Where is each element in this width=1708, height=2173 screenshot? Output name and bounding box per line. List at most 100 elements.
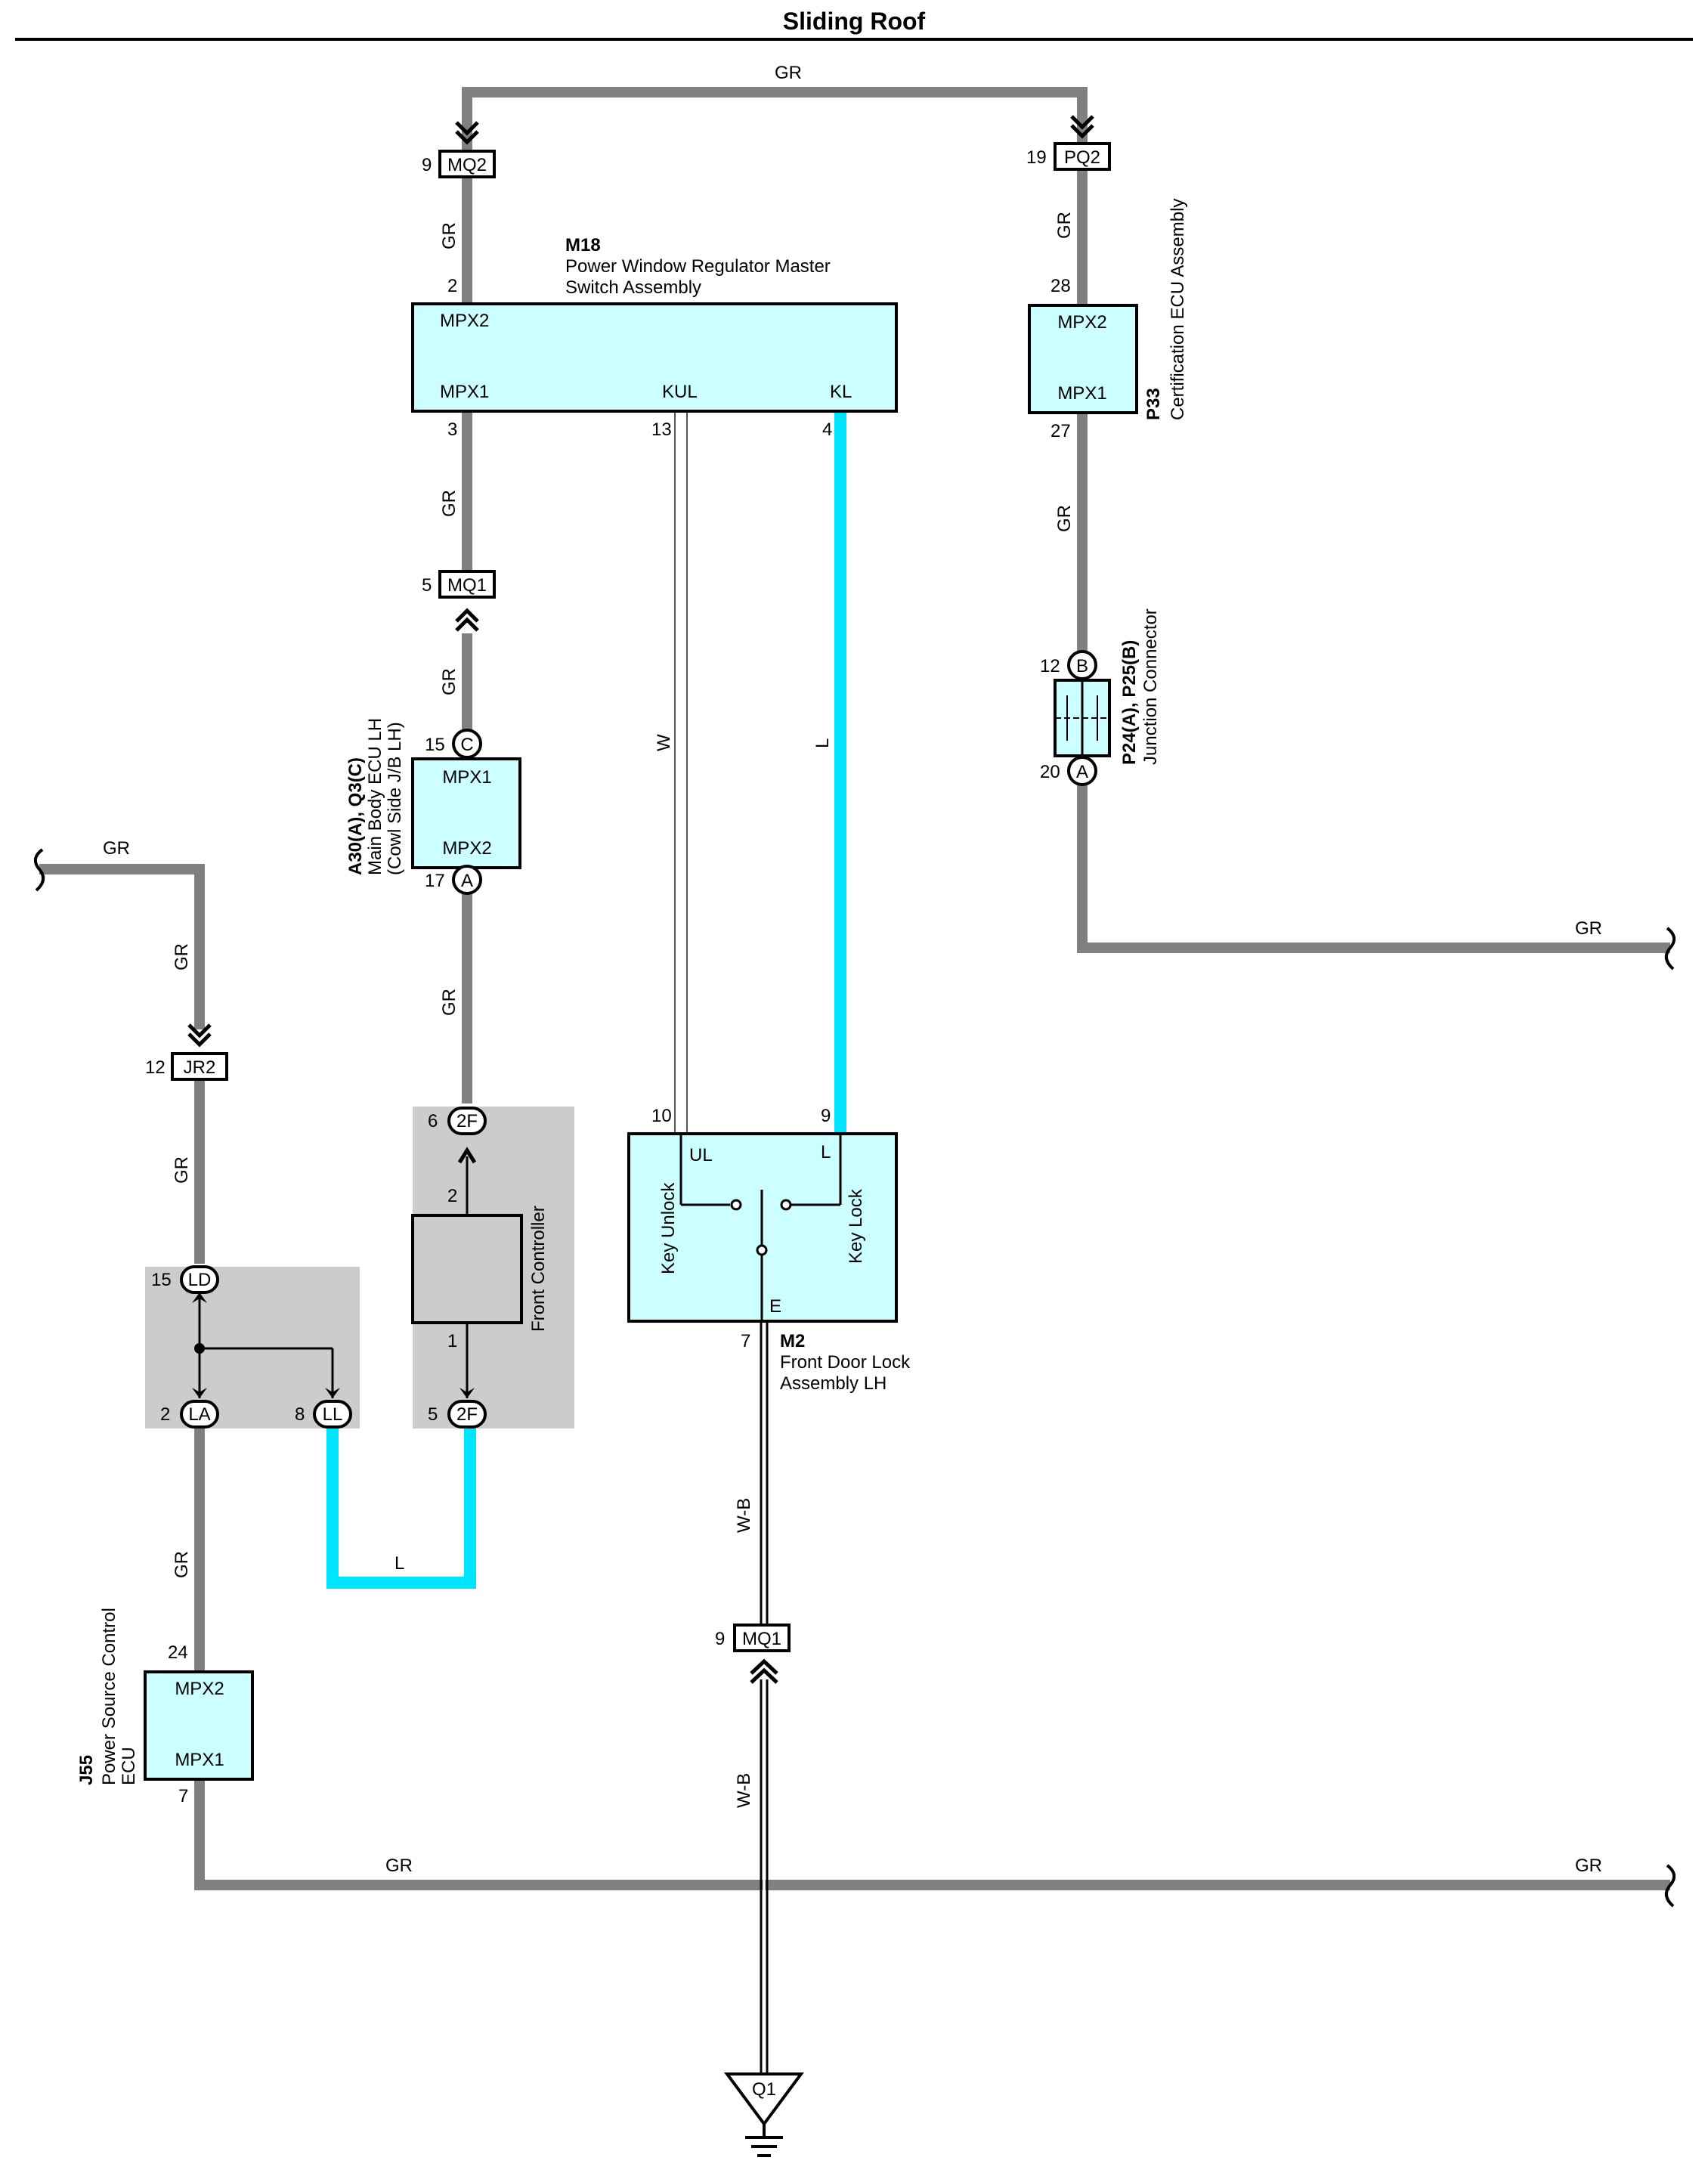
- m2-name-line2: Assembly LH: [780, 1373, 886, 1394]
- p33-ecu-box: [1028, 304, 1138, 414]
- p33-term-mpx2: MPX2: [1057, 312, 1106, 333]
- ground-symbol: [724, 2072, 804, 2157]
- wire-gr-p24-right: [1077, 783, 1670, 953]
- m18-name-line1: Power Window Regulator Master: [565, 256, 831, 277]
- m2-key-unlock: Key Unlock: [658, 1182, 679, 1274]
- oval-chevrons: [192, 1292, 475, 1398]
- m2-pin-ul: 10: [651, 1106, 672, 1126]
- wire-label-gr-la-j55: GR: [172, 1551, 192, 1578]
- wire-wb: [760, 1323, 769, 2074]
- diagram-title: Sliding Roof: [782, 8, 926, 35]
- ld-pin-number: 15: [151, 1270, 172, 1290]
- j55-name-line1: Power Source Control: [99, 1608, 119, 1785]
- connector-tag-mq1-top: [438, 570, 496, 599]
- p24-id: P24(A), P25(B): [1119, 640, 1140, 765]
- ll-pin-number: 8: [295, 1404, 305, 1425]
- m2-contact-right: [780, 1199, 792, 1211]
- jr2-tag-label: JR2: [184, 1057, 216, 1078]
- m2-contact-left: [730, 1199, 742, 1211]
- oval-connector-la: [180, 1400, 219, 1429]
- mq1-bottom-tag-label: MQ1: [742, 1629, 781, 1649]
- m18-id: M18: [565, 235, 601, 255]
- j55-id: J55: [76, 1755, 97, 1785]
- p33-pin-mpx1: 27: [1050, 421, 1071, 441]
- wire-label-gr-right-top: GR: [1575, 918, 1602, 939]
- a30-ecu-box: [411, 757, 521, 869]
- j55-term-mpx2: MPX2: [175, 1679, 224, 1699]
- m18-pin-kl: 4: [822, 419, 832, 440]
- wire-l-bottom-loop: [326, 1429, 476, 1589]
- wire-label-gr-bottom-left: GR: [385, 1856, 413, 1876]
- pin-circle-a30-c: [452, 729, 482, 759]
- j55-pin-mpx2: 24: [168, 1642, 188, 1663]
- m2-contact-common: [756, 1244, 768, 1256]
- pin-circle-a30-a: [452, 865, 482, 895]
- front-controller-name: Front Controller: [528, 1206, 549, 1332]
- front-controller-pin-top: 2: [447, 1186, 457, 1206]
- wire-gr-bottom: [194, 1779, 1670, 1890]
- ld-label: LD: [188, 1270, 212, 1290]
- m2-term-e: E: [769, 1296, 781, 1317]
- pin-circle-p24-b: [1067, 650, 1097, 680]
- wire-label-l-bottom: L: [395, 1553, 404, 1574]
- wire-label-gr-mq1-a30: GR: [439, 668, 459, 695]
- m2-internal-switch: [679, 1134, 842, 1321]
- wire-label-gr-left-top: GR: [103, 838, 130, 859]
- connector-chevrons: [187, 115, 1094, 1684]
- m2-key-lock: Key Lock: [846, 1188, 866, 1264]
- mq1-top-pin-number: 5: [422, 575, 432, 596]
- connector-tags: [171, 142, 1111, 1652]
- a30-pin-c-letter: C: [460, 735, 473, 755]
- m2-name-line1: Front Door Lock: [780, 1352, 911, 1373]
- j55-term-mpx1: MPX1: [175, 1750, 224, 1770]
- m18-switch-box: [411, 302, 898, 413]
- wire-label-gr-bottom-right: GR: [1575, 1856, 1602, 1876]
- break-mark-right-top: [1664, 927, 1676, 970]
- a30-pin-c-number: 15: [425, 735, 445, 755]
- a30-term-mpx1: MPX1: [442, 767, 491, 788]
- wire-label-gr-left-vertical: GR: [172, 943, 192, 970]
- mq1-bottom-pin-number: 9: [715, 1629, 725, 1649]
- front-controller-box: [411, 1214, 523, 1324]
- connector-tag-jr2: [171, 1052, 228, 1081]
- p24-pin-b-number: 12: [1040, 656, 1060, 676]
- wire-label-gr-jr2-ld: GR: [172, 1156, 192, 1184]
- wire-label-gr-p33-p24: GR: [1054, 505, 1075, 532]
- a30-pin-a-letter: A: [461, 871, 473, 891]
- m18-name-line2: Switch Assembly: [565, 277, 701, 298]
- m18-term-kul: KUL: [662, 382, 698, 402]
- wire-label-gr-a30-2f: GR: [439, 989, 459, 1016]
- m2-term-ul: UL: [689, 1145, 713, 1165]
- p24-name: Junction Connector: [1140, 608, 1161, 765]
- wire-label-gr-mq2-m18: GR: [439, 222, 459, 249]
- m18-term-mpx2: MPX2: [440, 311, 489, 331]
- mq1-top-tag-label: MQ1: [447, 575, 487, 596]
- wire-label-wb-upper: W-B: [734, 1498, 754, 1533]
- m18-pin-mpx1: 3: [447, 419, 457, 440]
- a30-name-line2: (Cowl Side J/B LH): [385, 722, 405, 875]
- 2f-bottom-pin-number: 5: [428, 1404, 438, 1425]
- a30-term-mpx2: MPX2: [442, 838, 491, 859]
- ground-label: Q1: [752, 2079, 776, 2100]
- ll-label: LL: [323, 1404, 343, 1425]
- pq2-pin-number: 19: [1026, 147, 1047, 168]
- mq2-pin-number: 9: [422, 155, 432, 175]
- p24-pin-b-letter: B: [1076, 656, 1088, 676]
- wires: [39, 87, 1670, 2074]
- wire-gr-top-loop: [462, 87, 1088, 159]
- m18-term-kl: KL: [830, 382, 852, 402]
- m18-pin-kul: 13: [651, 419, 672, 440]
- connector-tag-mq1-bottom: [733, 1624, 791, 1652]
- wire-label-wb-lower: W-B: [734, 1773, 754, 1808]
- j55-name-line2: ECU: [119, 1747, 139, 1785]
- splice-point: [194, 1343, 205, 1354]
- la-pin-number: 2: [160, 1404, 170, 1425]
- a30-name-line1: Main Body ECU LH: [365, 718, 385, 875]
- m2-pin-l: 9: [821, 1106, 831, 1126]
- wire-gr-left-top: [39, 864, 205, 1029]
- oval-connector-ll: [313, 1400, 352, 1429]
- wire-label-gr-m18-mq1: GR: [439, 490, 459, 517]
- m18-pin-mpx2: 2: [447, 276, 457, 296]
- p33-term-mpx1: MPX1: [1057, 383, 1106, 404]
- p24-pin-a-number: 20: [1040, 762, 1060, 782]
